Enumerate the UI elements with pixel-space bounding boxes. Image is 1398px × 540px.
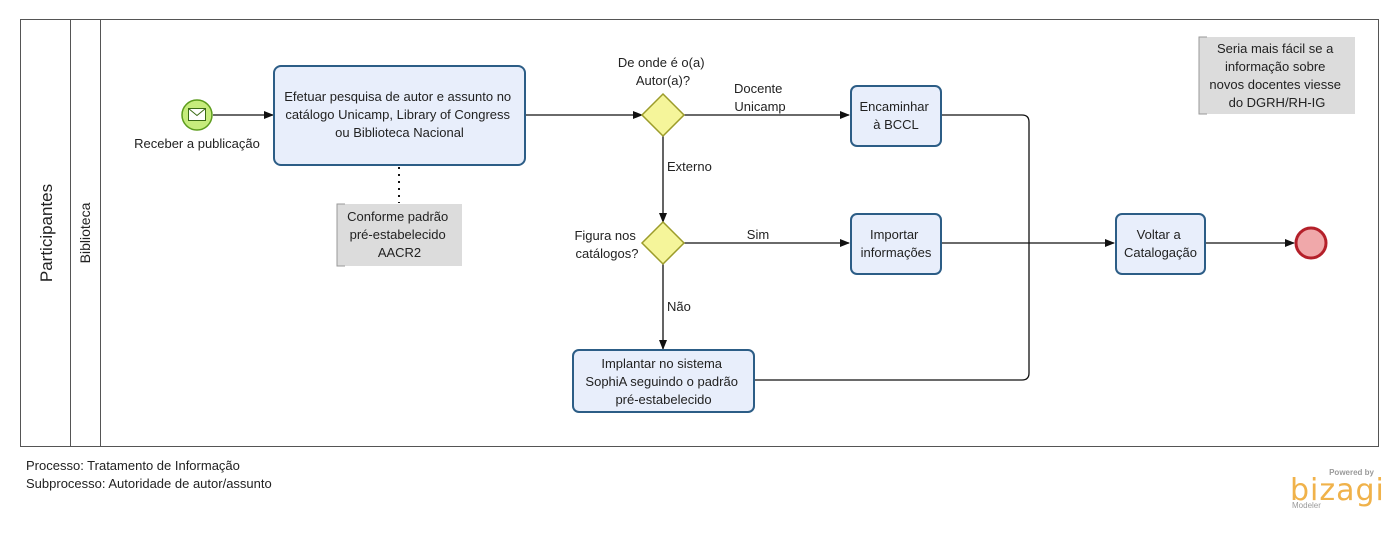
task-pesquisa-line: catálogo Unicamp, Library of Congress <box>285 107 510 122</box>
bizagi-logo: Powered by bizagi Modeler <box>1290 468 1385 510</box>
task-voltar-line: Voltar a <box>1137 227 1182 242</box>
svg-text:Conforme padrão pré-esta: Conforme padrão pré-estabelecido AACR2 <box>347 209 452 260</box>
svg-text:Efetuar pesquisa de autor e as: Efetuar pesquisa de autor e assunto no c… <box>284 89 515 140</box>
flow-encaminhar-to-voltar <box>941 114 1030 243</box>
gateway-figura-label: Figura nos catálogos? <box>574 228 639 261</box>
gateway-origem-line: Autor(a)? <box>636 73 690 88</box>
flow-label-docente-line: Docente <box>734 81 782 96</box>
task-implantar[interactable]: Implantar no sistema SophiA seguindo o p… <box>572 349 755 413</box>
bizagi-wordmark: bizagi <box>1290 473 1385 508</box>
task-voltar[interactable]: Voltar a Catalogação <box>1115 213 1206 275</box>
task-encaminhar[interactable]: Encaminhar à BCCL <box>850 85 942 147</box>
envelope-icon <box>188 108 206 121</box>
footer-processo: Processo: Tratamento de Informação <box>26 458 240 473</box>
lane-label: Biblioteca <box>77 202 93 263</box>
task-importar[interactable]: Importar informações <box>850 213 942 275</box>
gateway-figura-line: catálogos? <box>576 246 639 261</box>
svg-text:Seria mais fácil se a in: Seria mais fácil se a informação sobre n… <box>1209 41 1344 110</box>
flow-label-externo: Externo <box>667 159 712 174</box>
gateway-origem-line: De onde é o(a) <box>618 55 705 70</box>
annotation-padrao-line: AACR2 <box>378 245 421 260</box>
svg-text:Encaminhar à BCCL: Encaminhar à BCCL <box>860 99 933 132</box>
footer-subprocesso: Subprocesso: Autoridade de autor/assunto <box>26 476 272 491</box>
flow-label-sim: Sim <box>747 227 769 242</box>
end-event[interactable] <box>1294 226 1328 260</box>
task-implantar-line: Implantar no sistema <box>601 356 722 371</box>
annotation-dgrh-line: do DGRH/RH-IG <box>1229 95 1326 110</box>
gateway-origem-label: De onde é o(a) Autor(a)? <box>618 55 708 88</box>
task-encaminhar-line: Encaminhar <box>860 99 930 114</box>
gateway-figura-line: Figura nos <box>574 228 636 243</box>
gateway-figura[interactable] <box>640 220 686 266</box>
flow-label-nao: Não <box>667 299 691 314</box>
bizagi-powered-by: Powered by <box>1329 468 1374 477</box>
start-event[interactable] <box>181 99 213 131</box>
task-importar-line: informações <box>861 245 932 260</box>
task-voltar-line: Catalogação <box>1124 245 1197 260</box>
annotation-padrao-line: Conforme padrão <box>347 209 448 224</box>
annotation-dgrh-line: Seria mais fácil se a <box>1217 41 1334 56</box>
task-pesquisa[interactable]: Efetuar pesquisa de autor e assunto no c… <box>273 65 526 166</box>
task-pesquisa-line: Efetuar pesquisa de autor e assunto no <box>284 89 511 104</box>
pool-label: Participantes <box>37 184 56 282</box>
gateway-origem[interactable] <box>640 92 686 138</box>
bizagi-product: Modeler <box>1292 501 1321 510</box>
flow-label-docente-line: Unicamp <box>734 99 785 114</box>
svg-text:Importar informações: Importar informações <box>861 227 932 260</box>
task-implantar-line: pré-estabelecido <box>615 392 711 407</box>
task-pesquisa-line: ou Biblioteca Nacional <box>335 125 464 140</box>
annotation-padrao: Conforme padrão pré-estabelecido AACR2 <box>336 203 462 267</box>
task-implantar-line: SophiA seguindo o padrão <box>585 374 738 389</box>
annotation-dgrh: Seria mais fácil se a informação sobre n… <box>1198 36 1355 115</box>
sequence-flows <box>213 111 1295 381</box>
start-event-label: Receber a publicação <box>134 136 260 151</box>
task-encaminhar-line: à BCCL <box>873 117 919 132</box>
annotation-dgrh-line: novos docentes viesse <box>1209 77 1341 92</box>
svg-text:Implantar no sistema Sop: Implantar no sistema SophiA seguindo o p… <box>585 356 741 407</box>
task-importar-line: Importar <box>870 227 919 242</box>
annotation-padrao-line: pré-estabelecido <box>350 227 446 242</box>
annotation-dgrh-line: informação sobre <box>1225 59 1325 74</box>
svg-text:Voltar a Catalogação: Voltar a Catalogação <box>1124 227 1197 260</box>
flow-label-docente: Docente Unicamp <box>734 81 786 114</box>
flow-implantar-to-voltar <box>755 243 1030 381</box>
